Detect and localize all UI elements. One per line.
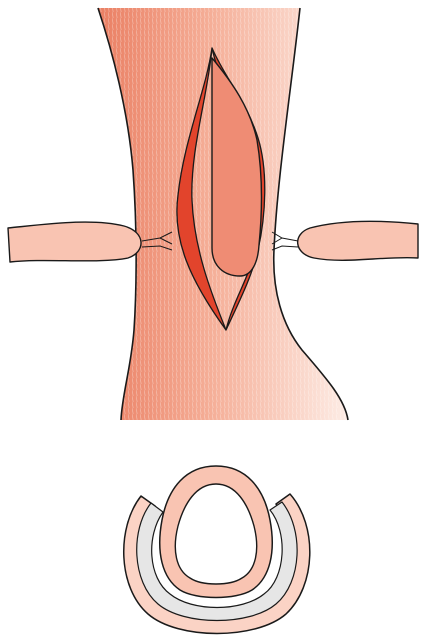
right-branch [298, 221, 418, 260]
longitudinal-view [8, 8, 418, 420]
left-branch [8, 222, 141, 262]
cross-section-view [124, 466, 310, 634]
right-branch-attachment [272, 232, 298, 250]
